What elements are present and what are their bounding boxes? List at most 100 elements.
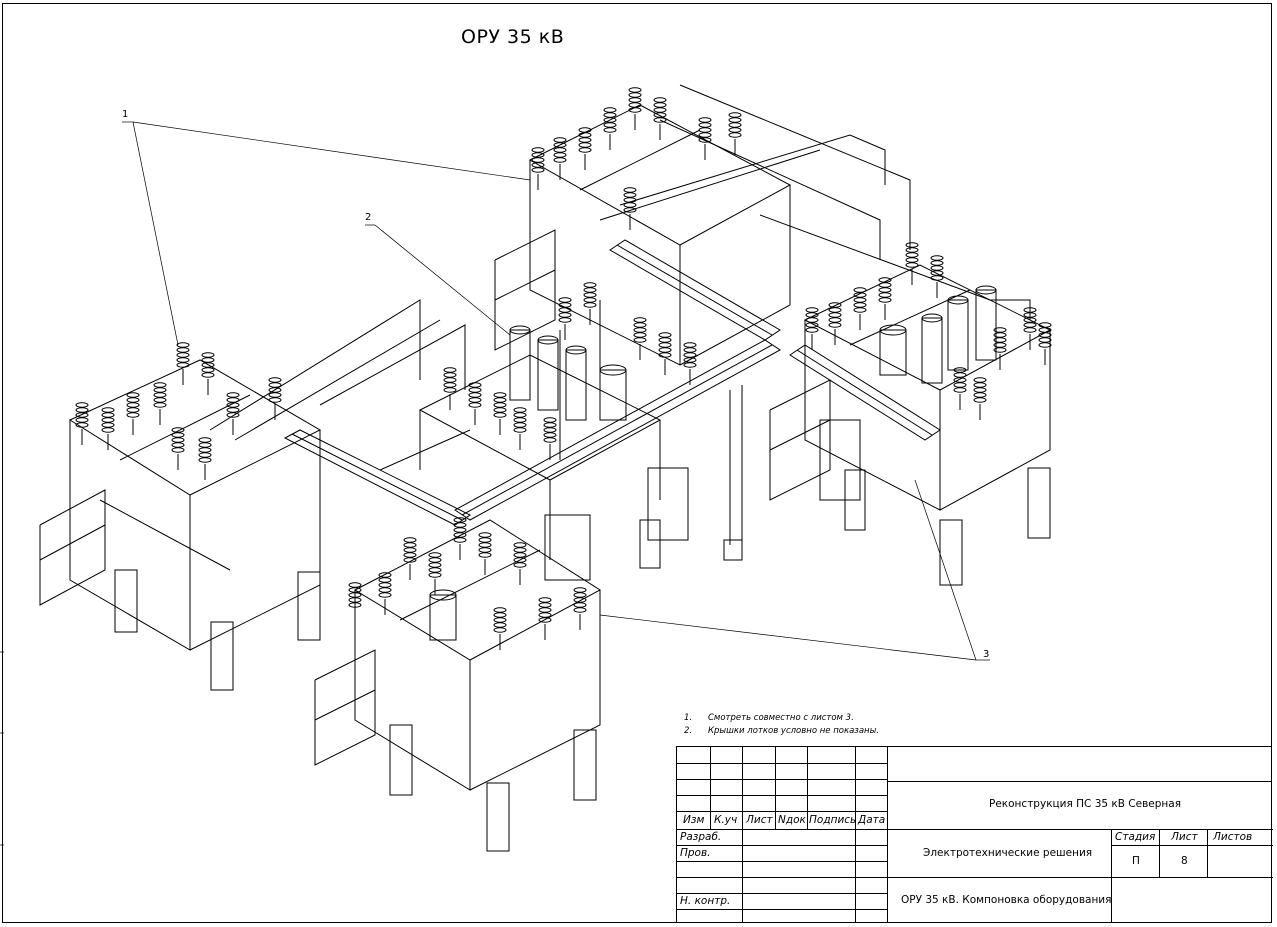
- insulator-disc: [633, 322, 647, 328]
- insulator-disc: [378, 592, 392, 598]
- project-title: Реконструкция ПС 35 кВ Северная: [989, 798, 1182, 810]
- insulator-disc: [553, 157, 567, 163]
- insulator-disc: [578, 147, 592, 153]
- insulator-disc: [878, 287, 892, 293]
- sheet-frame: [2, 3, 1272, 923]
- insulator-disc: [805, 312, 819, 318]
- insulator-disc: [428, 572, 442, 578]
- insulator-disc: [443, 367, 457, 373]
- insulator-disc: [201, 357, 215, 363]
- insulator-disc: [853, 297, 867, 303]
- insulator-disc: [633, 332, 647, 338]
- insulator-disc: [658, 332, 672, 338]
- insulator-disc: [905, 247, 919, 253]
- insulator-disc: [623, 197, 637, 203]
- insulator-disc: [348, 587, 362, 593]
- switchgear-right: [769, 264, 1052, 511]
- insulator-disc: [493, 392, 507, 398]
- insulator-disc: [853, 307, 867, 313]
- insulator-disc: [403, 557, 417, 563]
- insulator-disc: [1038, 332, 1052, 338]
- insulator-disc: [531, 167, 545, 173]
- insulator-disc: [853, 287, 867, 293]
- insulator-disc: [226, 407, 240, 413]
- insulator-disc: [728, 117, 742, 123]
- insulator-disc: [698, 117, 712, 123]
- insulator-disc: [973, 382, 987, 388]
- insulator-disc: [531, 152, 545, 158]
- busbars: [209, 84, 1031, 471]
- insulator-disc: [828, 317, 842, 323]
- insulator-disc: [176, 362, 190, 368]
- insulator-disc: [553, 137, 567, 143]
- sheets-header: Листов: [1213, 831, 1253, 843]
- insulator-disc: [201, 352, 215, 358]
- insulator-disc: [543, 422, 557, 428]
- insulator-disc: [171, 437, 185, 443]
- insulator-disc: [268, 387, 282, 393]
- insulator-disc: [101, 417, 115, 423]
- insulator-disc: [953, 382, 967, 388]
- insulator-disc: [728, 122, 742, 128]
- insulator-disc: [378, 577, 392, 583]
- insulator-disc: [198, 457, 212, 463]
- insulator-disc: [268, 382, 282, 388]
- insulator-disc: [268, 392, 282, 398]
- insulator-disc: [75, 417, 89, 423]
- insulator-disc: [153, 397, 167, 403]
- insulator-disc: [573, 602, 587, 608]
- insulator-disc: [973, 387, 987, 393]
- rev-header: Дата: [858, 814, 886, 826]
- insulator-disc: [653, 97, 667, 103]
- insulator-disc: [623, 207, 637, 213]
- insulator-disc: [513, 412, 527, 418]
- insulator-disc: [558, 302, 572, 308]
- insulator-disc: [953, 372, 967, 378]
- insulator-disc: [126, 412, 140, 418]
- insulator-disc: [603, 107, 617, 113]
- insulator-disc: [201, 372, 215, 378]
- insulator-disc: [658, 342, 672, 348]
- insulator-disc: [468, 397, 482, 403]
- insulator-disc: [698, 122, 712, 128]
- insulator-disc: [198, 447, 212, 453]
- insulator-disc: [378, 582, 392, 588]
- insulator-disc: [583, 287, 597, 293]
- insulator-disc: [1023, 307, 1037, 313]
- insulator-disc: [126, 402, 140, 408]
- insulator-disc: [493, 607, 507, 613]
- insulator-disc: [683, 347, 697, 353]
- insulator-disc: [953, 387, 967, 393]
- insulator-disc: [633, 317, 647, 323]
- insulator-disc: [1023, 322, 1037, 328]
- cable-trays: [283, 239, 941, 526]
- insulator-disc: [428, 562, 442, 568]
- insulator-disc: [623, 202, 637, 208]
- insulator-disc: [853, 292, 867, 298]
- insulator-disc: [538, 607, 552, 613]
- rev-header: К.уч: [714, 814, 738, 826]
- insulator-disc: [558, 297, 572, 303]
- insulator-disc: [513, 552, 527, 558]
- insulator-disc: [468, 382, 482, 388]
- insulator-disc: [578, 142, 592, 148]
- insulator-disc: [805, 317, 819, 323]
- switchgear-top: [494, 104, 792, 366]
- support-columns: [559, 300, 743, 545]
- insulator-disc: [453, 537, 467, 543]
- insulator-disc: [698, 137, 712, 143]
- insulator-disc: [493, 407, 507, 413]
- insulator-disc: [905, 257, 919, 263]
- insulator-disc: [153, 382, 167, 388]
- insulator-disc: [628, 107, 642, 113]
- insulator-disc: [603, 122, 617, 128]
- insulators: [75, 87, 1052, 650]
- callout-2: 2: [365, 212, 372, 223]
- rev-header: Подпись: [809, 814, 857, 826]
- insulator-disc: [153, 387, 167, 393]
- insulator-disc: [493, 402, 507, 408]
- insulator-disc: [268, 397, 282, 403]
- insulator-disc: [1038, 337, 1052, 343]
- insulator-disc: [603, 117, 617, 123]
- insulator-disc: [930, 270, 944, 276]
